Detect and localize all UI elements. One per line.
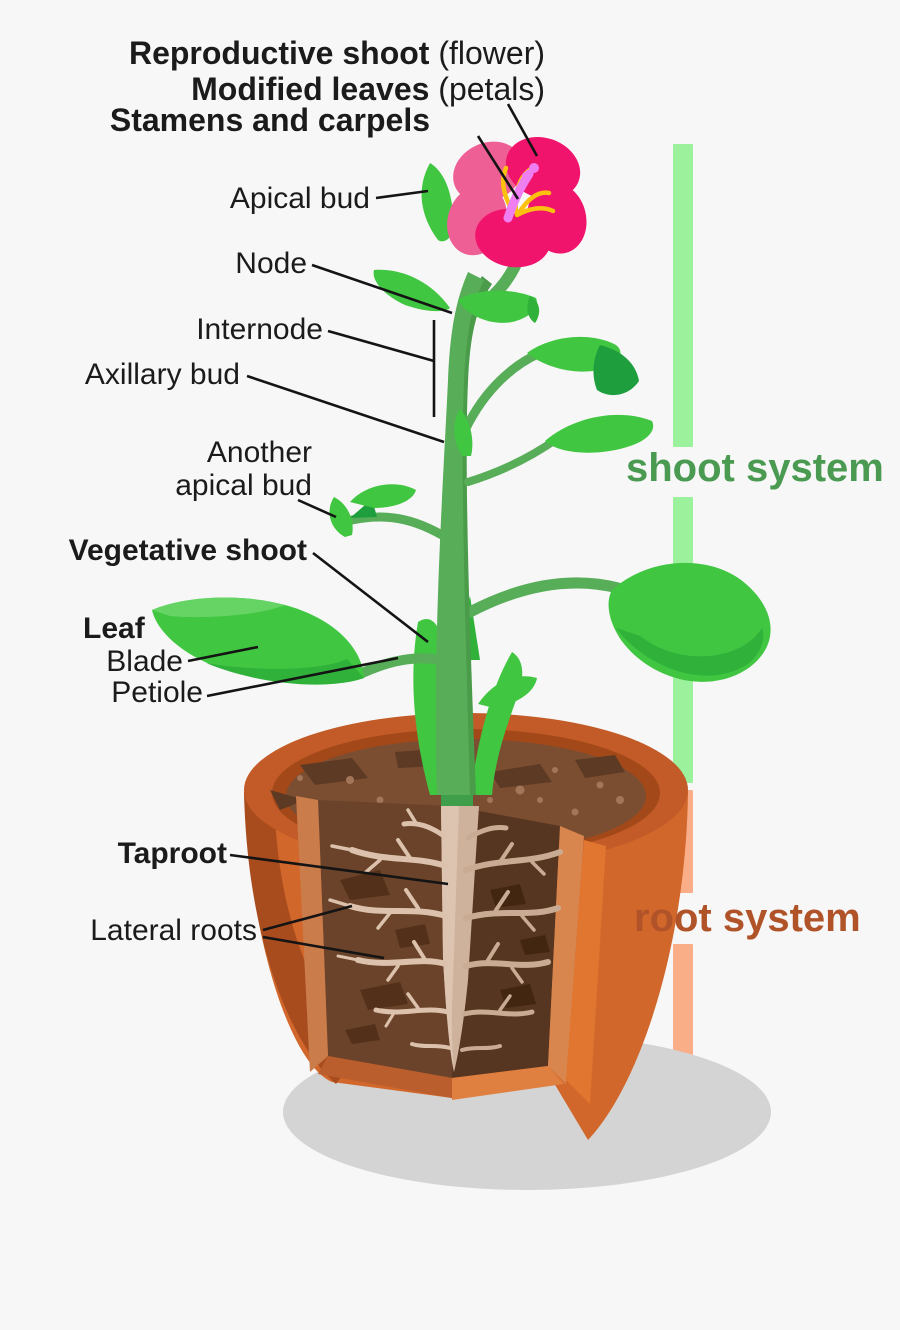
label-another-apical-bud: Another apical bud (175, 436, 312, 502)
label-modified-leaves-bold: Modified leaves (191, 71, 430, 107)
pot-wall-cut-right (548, 826, 584, 1084)
axillary-branch (457, 348, 545, 442)
label-stamens-carpels-bold: Stamens and carpels (109, 102, 430, 138)
another-apical-bud-graphic (329, 497, 353, 537)
label-modified-leaves: Modified leaves (petals) (191, 72, 545, 106)
label-axillary-bud: Axillary bud (84, 358, 240, 391)
mid-right-leaf (545, 414, 654, 453)
pot-cut-bottom-right (452, 1066, 564, 1100)
flower-petals (447, 136, 587, 268)
stamens-leader (476, 135, 520, 200)
label-reproductive-shoot-bold: Reproductive shoot (128, 35, 430, 71)
node-leader (311, 263, 453, 315)
lateral-roots-leader-2 (262, 935, 385, 960)
label-internode: Internode (196, 313, 323, 346)
apical-bud-graphic (421, 163, 453, 242)
pot-cut-bottom-left (318, 1056, 452, 1098)
label-stamens-carpels: Stamens and carpels (110, 103, 430, 137)
vegetative-small-leaf (350, 484, 416, 508)
flower-pistil (503, 163, 539, 223)
node-leaf-left (373, 269, 450, 312)
vegetative-branch (347, 512, 460, 548)
node-leaf-right-tip (527, 296, 540, 323)
label-blade: Blade (106, 645, 183, 678)
taproot-leader (229, 853, 449, 886)
pot-left-shade (244, 792, 362, 1084)
label-node: Node (235, 247, 307, 280)
lateral-roots-right (460, 825, 563, 1052)
right-leaf-petiole (464, 577, 624, 618)
left-leaf (152, 597, 453, 685)
axillary-bud-leader (246, 374, 445, 444)
left-face-texture (340, 870, 430, 1044)
node-leaf-right (458, 290, 537, 323)
soil-texture (270, 748, 625, 810)
label-apical-bud: Apical bud (229, 182, 370, 215)
label-modified-leaves-reg: (petals) (429, 71, 545, 107)
left-leaf-top-flap (152, 597, 285, 618)
lateral-roots-leader-1 (262, 904, 353, 932)
leader-lines (187, 103, 539, 960)
pot-strip-highlight (566, 840, 606, 1104)
label-petiole: Petiole (111, 676, 203, 709)
internode-leader (327, 329, 435, 363)
label-lateral-roots: Lateral roots (90, 914, 257, 947)
vegetative-shoot-leader (312, 551, 429, 644)
axillary-bud-graphic (454, 409, 473, 456)
label-root-system: root system (634, 896, 861, 940)
root-system-graphic (328, 778, 563, 1072)
mid-right-branch (464, 434, 562, 486)
label-another-apical-bud-line1: Another (206, 436, 312, 469)
label-vegetative-shoot: Vegetative shoot (68, 534, 307, 567)
droop-leaf-dark-tip (593, 345, 639, 396)
blade-leader (187, 645, 259, 663)
petiole-leader (206, 656, 399, 698)
label-reproductive-shoot: Reproductive shoot (flower) (129, 36, 545, 70)
label-reproductive-shoot-reg: (flower) (429, 35, 545, 71)
soil-cross-section-left (318, 800, 452, 1078)
label-shoot-system: shoot system (626, 446, 884, 490)
label-taproot: Taproot (117, 837, 227, 870)
left-leaf-underside (206, 659, 364, 685)
basal-leaf-front (478, 676, 537, 708)
flower-pot (244, 713, 688, 1140)
plant-shoot (152, 136, 771, 795)
lateral-roots-left (328, 808, 452, 1050)
right-leaf-underside (616, 628, 764, 676)
flower (447, 136, 587, 268)
label-leaf: Leaf (83, 612, 145, 645)
left-leaf-blade (152, 597, 364, 685)
apical-bud-leader (375, 189, 429, 200)
taproot-highlight (441, 806, 459, 1072)
main-stem (435, 272, 484, 795)
petals-leader (506, 103, 539, 157)
right-leaf (464, 562, 771, 682)
label-another-apical-bud-line2: apical bud (175, 469, 312, 502)
another-apical-bud-leader (297, 498, 337, 519)
